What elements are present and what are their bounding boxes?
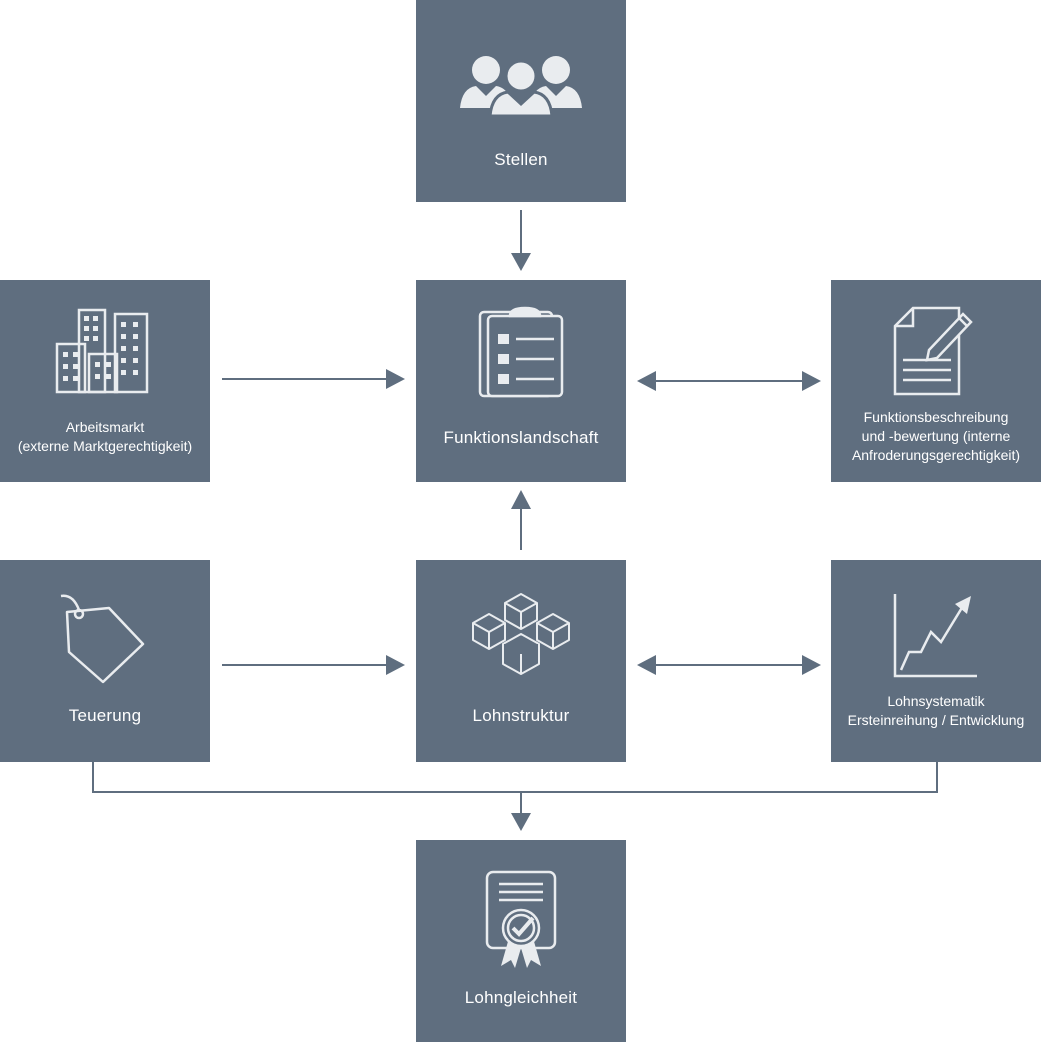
arrow-stellen-to-funktionslandschaft — [511, 210, 531, 271]
node-funktionslandschaft[interactable]: Funktionslandschaft — [416, 280, 626, 482]
node-arbeitsmarkt-line2: (externe Marktgerechtigkeit) — [17, 438, 193, 454]
node-lohnstruktur[interactable]: Lohnstruktur — [416, 560, 626, 762]
node-teuerung[interactable]: Teuerung — [0, 560, 210, 762]
arrow-lohnstruktur-lohnsystematik — [637, 655, 821, 675]
clipboard-checklist-icon — [416, 306, 626, 398]
node-lohnsystematik-line1: Lohnsystematik — [887, 693, 985, 709]
arrow-bracket-to-lohngleichheit — [92, 762, 938, 831]
node-arbeitsmarkt[interactable]: Arbeitsmarkt (externe Marktgerechtigkeit… — [0, 280, 210, 482]
line-chart-icon — [831, 592, 1041, 682]
node-funktionsbeschreibung-line2: und -bewertung (interne — [861, 428, 1011, 444]
node-lohngleichheit[interactable]: Lohngleichheit — [416, 840, 626, 1042]
price-tag-icon — [0, 590, 210, 686]
arrow-lohnstruktur-to-funktionslandschaft — [511, 490, 531, 550]
node-arbeitsmarkt-label: Arbeitsmarkt (externe Marktgerechtigkeit… — [0, 418, 210, 456]
document-pen-icon — [831, 304, 1041, 398]
node-teuerung-label: Teuerung — [68, 706, 142, 725]
arrow-funktionslandschaft-funktionsbeschreibung — [637, 371, 821, 391]
arrow-teuerung-to-lohnstruktur — [222, 655, 405, 675]
node-lohngleichheit-label: Lohngleichheit — [464, 988, 578, 1007]
arrow-arbeitsmarkt-to-funktionslandschaft — [222, 369, 405, 389]
node-lohnsystematik-line2: Ersteinreihung / Entwicklung — [847, 712, 1025, 728]
node-arbeitsmarkt-line1: Arbeitsmarkt — [65, 419, 145, 435]
node-stellen-label: Stellen — [494, 150, 548, 169]
certificate-icon — [416, 868, 626, 970]
node-funktionsbeschreibung-line3: Anfroderungsgerechtigkeit) — [851, 447, 1021, 463]
node-lohnsystematik[interactable]: Lohnsystematik Ersteinreihung / Entwickl… — [831, 560, 1041, 762]
office-buildings-icon — [0, 308, 210, 396]
node-funktionsbeschreibung-line1: Funktionsbeschreibung — [863, 409, 1009, 425]
node-stellen[interactable]: Stellen — [416, 0, 626, 202]
node-lohnsystematik-label: Lohnsystematik Ersteinreihung / Entwickl… — [831, 692, 1041, 730]
node-lohnstruktur-label: Lohnstruktur — [472, 706, 570, 725]
node-funktionsbeschreibung-label: Funktionsbeschreibung und -bewertung (in… — [831, 408, 1041, 465]
node-funktionslandschaft-label: Funktionslandschaft — [443, 428, 599, 447]
people-group-icon — [416, 52, 626, 116]
cubes-structure-icon — [416, 592, 626, 684]
node-funktionsbeschreibung[interactable]: Funktionsbeschreibung und -bewertung (in… — [831, 280, 1041, 482]
